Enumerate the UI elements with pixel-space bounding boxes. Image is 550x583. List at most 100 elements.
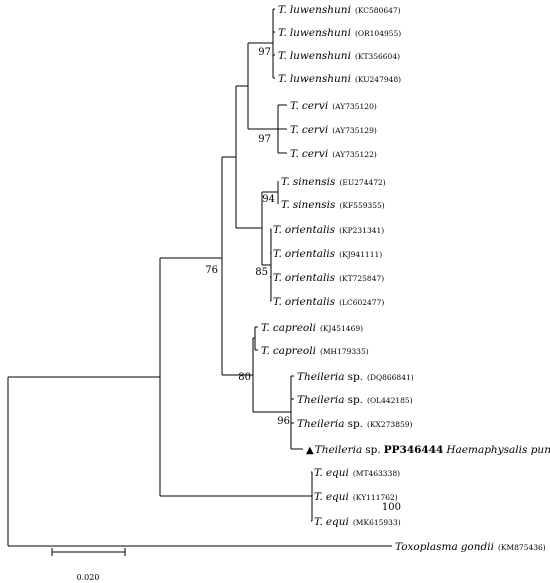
taxon-genus: T. [314,516,323,528]
taxon-label: T.orientalis(KP231341) [273,224,384,236]
taxon-label: T.equi(MT463338) [314,467,400,479]
taxon-genus: T. [261,345,270,357]
taxon-label: T.orientalis(LC602477) [273,296,384,308]
taxon-genus: T. [278,27,287,39]
taxon-accession: (KJ451469) [320,324,363,333]
taxon-accession: (KT725847) [339,274,384,283]
taxon-species: gondii [461,541,494,553]
taxon-accession: (KP231341) [339,226,384,235]
taxon-accession: (KY111762) [353,493,398,502]
taxon-accession: (KM875436) [498,543,546,552]
taxon-label: T.luwenshuni (KU247948) [278,73,401,85]
taxon-accession: (KJ941111) [339,250,382,259]
taxon-species: equi [326,467,349,479]
taxon-accession: (KC580647) [355,6,401,15]
taxon-label: T.cervi (AY735120) [290,100,377,112]
taxon-accession: (OR104955) [355,29,401,38]
taxon-species: luwenshuni [290,50,351,62]
taxon-accession: (MK615933) [353,518,401,527]
taxon-genus: T. [314,491,323,503]
taxon-species: cervi [302,148,328,160]
taxon-genus: Theileria [297,394,345,406]
taxon-species: orientalis [285,296,336,308]
taxon-species: capreoli [273,345,316,357]
taxon-label: T.sinensis(EU274472) [281,176,386,188]
taxon-species: orientalis [285,248,336,260]
taxon-genus: T. [273,272,282,284]
taxon-species: sp. [348,418,363,430]
taxon-genus: T. [273,224,282,236]
taxon-genus: T. [290,100,299,112]
taxon-genus: T. [281,176,290,188]
taxon-species: sinensis [293,199,336,211]
scale-bar-label: 0.020 [77,573,100,582]
taxon-accession: (OL442185) [367,396,413,405]
tree-branches [7,8,392,547]
taxon-species: equi [326,491,349,503]
taxon-label: T.capreoli (MH179335) [261,345,369,357]
bootstrap-value: 97 [258,47,271,58]
taxon-label: T.sinensis(KF559355) [281,199,385,211]
scale-bar: 0.020 [51,548,126,582]
taxon-label: T.capreoli(KJ451469) [261,322,363,334]
taxon-species: cervi [302,100,328,112]
taxon-genus: T. [281,199,290,211]
marker-icon: ▲ [306,445,314,456]
taxon-label: T.orientalis(KJ941111) [273,248,382,260]
bootstrap-value: 85 [255,267,268,278]
taxon-species: luwenshuni [290,4,351,16]
bootstrap-value: 97 [258,134,271,145]
taxon-label: T.equi (KY111762) [314,491,398,503]
bootstrap-value: 94 [262,194,275,205]
taxon-species: luwenshuni [290,73,351,85]
taxon-host: Haemaphysalis punctata [445,444,550,456]
taxon-label: T.cervi(AY735129) [290,124,377,136]
taxon-accession: (MH179335) [320,347,369,356]
taxon-accession: (AY735129) [332,126,377,135]
taxon-accession: (KF559355) [339,201,384,210]
taxon-highlight-accession: PP346444 [384,444,444,456]
taxon-species: equi [326,516,349,528]
taxon-genus: T. [278,50,287,62]
taxon-genus: T. [278,73,287,85]
taxon-label: T.equi (MK615933) [314,516,401,528]
taxon-genus: Theileria [315,444,363,456]
taxon-species: orientalis [285,272,336,284]
taxon-label: T.luwenshuni(OR104955) [278,27,401,39]
taxon-accession: (MT463338) [353,469,400,478]
taxon-species: cervi [302,124,328,136]
taxon-species: sp. [348,371,363,383]
taxon-species: sp. [365,444,380,456]
taxon-accession: (LC602477) [339,298,384,307]
bootstrap-value: 96 [277,416,290,427]
taxon-label: T.orientalis(KT725847) [273,272,384,284]
taxon-accession: (DQ866841) [367,373,414,382]
taxon-genus: T. [290,148,299,160]
taxon-label: T.cervi (AY735122) [290,148,377,160]
taxon-accession: (AY735120) [332,102,377,111]
taxon-genus: T. [273,248,282,260]
taxon-accession: (KU247948) [355,75,401,84]
taxon-species: sp. [348,394,363,406]
taxon-species: orientalis [285,224,336,236]
bootstrap-value: 76 [205,265,218,276]
taxon-species: sinensis [293,176,336,188]
taxon-genus: Theileria [297,418,345,430]
taxon-genus: T. [278,4,287,16]
taxon-accession: (KT356604) [355,52,400,61]
taxon-accession: (AY735122) [332,150,377,159]
taxon-labels: T.luwenshuni(KC580647)T.luwenshuni(OR104… [261,4,550,553]
taxon-label: T.luwenshuni (KT356604) [278,50,400,62]
bootstrap-value: 100 [382,502,401,513]
taxon-accession: (KX273859) [367,420,412,429]
taxon-genus: Theileria [297,371,345,383]
taxon-species: capreoli [273,322,316,334]
bootstrap-value: 80 [238,372,251,383]
taxon-genus: Toxoplasma [395,541,458,553]
